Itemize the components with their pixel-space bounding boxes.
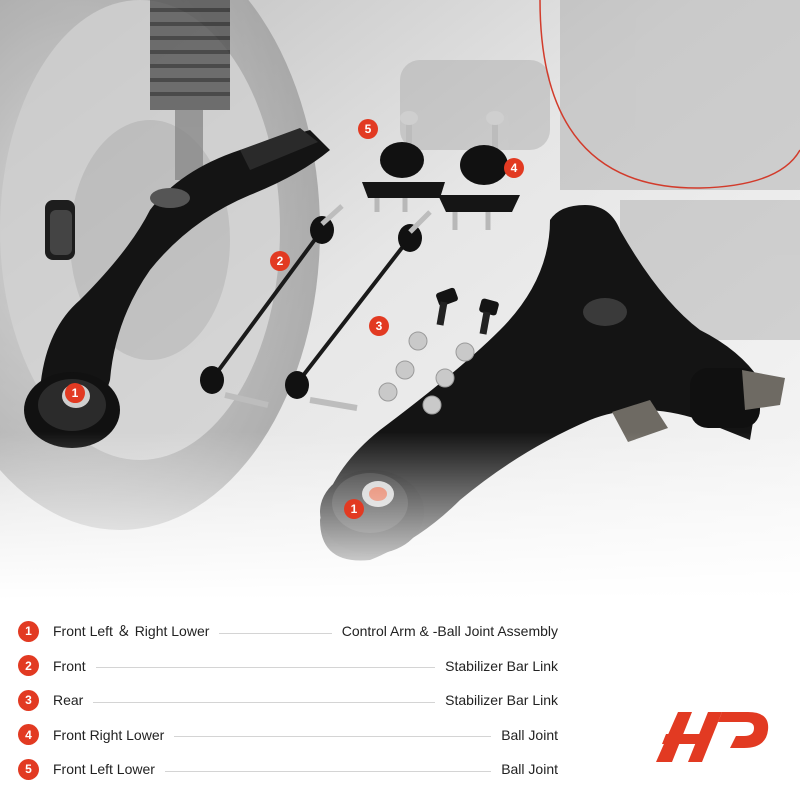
legend-number: 2 — [18, 655, 39, 677]
callout-badge: 1 — [344, 499, 364, 519]
legend-part: Ball Joint — [501, 761, 558, 778]
callout-badge: 1 — [65, 383, 85, 403]
legend-position: Front Left ＆ Right Lower — [53, 623, 210, 640]
legend-row: 3 Rear Stabilizer Bar Link — [18, 683, 558, 718]
legend-position: Rear — [53, 692, 84, 709]
brand-logo — [656, 712, 769, 762]
callout-badge: 4 — [504, 158, 524, 178]
legend-part: Stabilizer Bar Link — [445, 692, 558, 709]
callout-badge: 5 — [358, 119, 378, 139]
legend-part: Control Arm & -Ball Joint Assembly — [341, 623, 558, 640]
bottom-fade — [0, 0, 800, 600]
legend-part: Stabilizer Bar Link — [445, 657, 558, 674]
legend-leader-line — [164, 770, 492, 772]
legend-leader-line — [95, 667, 436, 669]
parts-legend: 1 Front Left ＆ Right Lower Control Arm &… — [18, 614, 558, 787]
legend-number: 1 — [18, 620, 39, 642]
legend-part: Ball Joint — [501, 726, 558, 743]
legend-position: Front — [53, 657, 86, 674]
legend-position: Front Left Lower — [53, 761, 155, 778]
legend-number: 4 — [18, 724, 39, 746]
legend-leader-line — [174, 736, 492, 738]
legend-row: 4 Front Right Lower Ball Joint — [18, 718, 558, 753]
product-photo — [0, 0, 800, 600]
legend-leader-line — [219, 632, 332, 634]
legend-row: 5 Front Left Lower Ball Joint — [18, 752, 558, 787]
callout-badge: 2 — [270, 251, 290, 271]
legend-row: 2 Front Stabilizer Bar Link — [18, 649, 558, 684]
legend-number: 3 — [18, 689, 39, 711]
legend-leader-line — [93, 701, 436, 703]
callout-badge: 3 — [369, 316, 389, 336]
legend-number: 5 — [18, 758, 39, 780]
legend-row: 1 Front Left ＆ Right Lower Control Arm &… — [18, 614, 558, 649]
legend-position: Front Right Lower — [53, 726, 165, 743]
